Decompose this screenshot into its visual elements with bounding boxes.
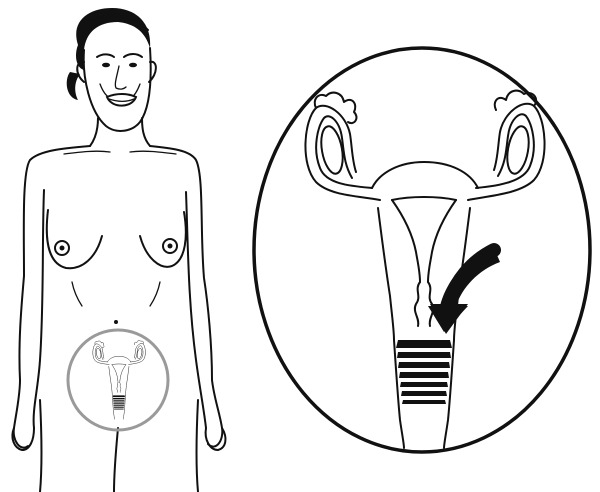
collarbone-left bbox=[64, 151, 110, 154]
leg-left bbox=[40, 400, 42, 492]
female-figure bbox=[12, 8, 225, 492]
face-outline bbox=[84, 48, 151, 131]
arm-right-inner bbox=[186, 192, 206, 428]
eye-right bbox=[129, 63, 137, 68]
neck-right bbox=[142, 118, 150, 146]
nipple-left-center bbox=[60, 246, 65, 251]
body-left-outline bbox=[14, 146, 90, 448]
breast-right bbox=[140, 212, 186, 267]
eyebrow-left bbox=[97, 54, 114, 57]
leg-right bbox=[197, 400, 199, 492]
eyebrow-right bbox=[124, 54, 142, 57]
rib-line-left bbox=[72, 282, 82, 306]
nipple-right-center bbox=[168, 244, 173, 249]
neck-left bbox=[90, 118, 98, 146]
nose bbox=[115, 66, 126, 89]
rib-line-right bbox=[150, 282, 160, 306]
breast-left bbox=[47, 210, 102, 268]
small-uterus-diagram bbox=[93, 341, 146, 420]
navel bbox=[114, 320, 118, 324]
hair bbox=[76, 8, 150, 70]
collarbone-right bbox=[130, 151, 176, 154]
leg-inner bbox=[114, 428, 118, 492]
arm-left-inner bbox=[34, 190, 44, 428]
eye-left bbox=[102, 63, 110, 68]
